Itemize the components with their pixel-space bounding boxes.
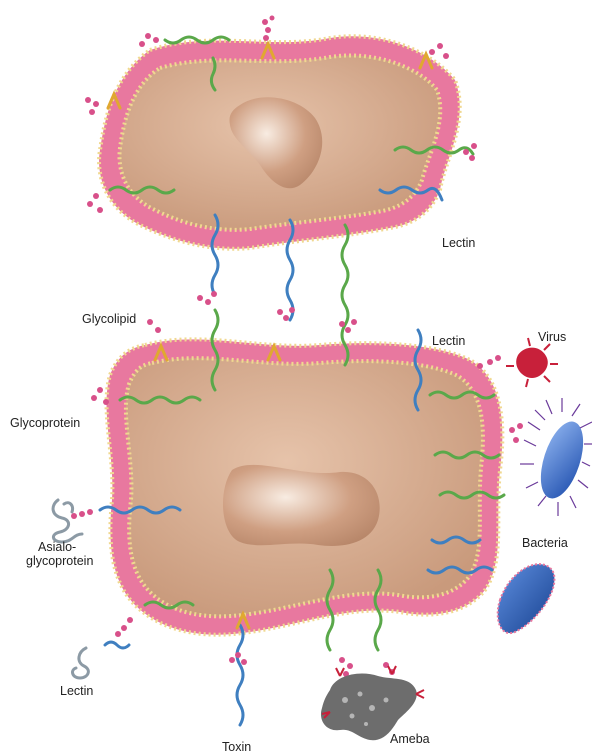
label-asialo-line1: Asialo-	[38, 540, 76, 554]
virus-body	[516, 348, 548, 378]
bacterium-rod	[498, 564, 555, 633]
ameba	[321, 666, 424, 740]
top-cell	[99, 36, 460, 249]
lectin-toxin	[237, 625, 243, 725]
lectin-bottom-molecule	[73, 648, 89, 678]
bacterium-hairy	[520, 398, 592, 516]
label-glycolipid: Glycolipid	[82, 312, 136, 326]
label-asialo-line2: glycoprotein	[26, 554, 93, 568]
label-lectin-bottom: Lectin	[60, 684, 93, 698]
virus	[506, 338, 558, 387]
lectin-bottom-left	[105, 642, 129, 648]
label-lectin-top: Lectin	[442, 236, 475, 250]
label-ameba: Ameba	[390, 732, 430, 746]
label-lectin-mid: Lectin	[432, 334, 465, 348]
ameba-body	[321, 674, 417, 741]
bottom-cell-nucleus	[223, 465, 380, 546]
asialoglycoprotein	[53, 500, 82, 542]
bottom-cell	[107, 339, 503, 634]
label-bacteria: Bacteria	[522, 536, 568, 550]
label-toxin: Toxin	[222, 740, 251, 754]
label-virus: Virus	[538, 330, 566, 344]
label-glycoprotein: Glycoprotein	[10, 416, 80, 430]
